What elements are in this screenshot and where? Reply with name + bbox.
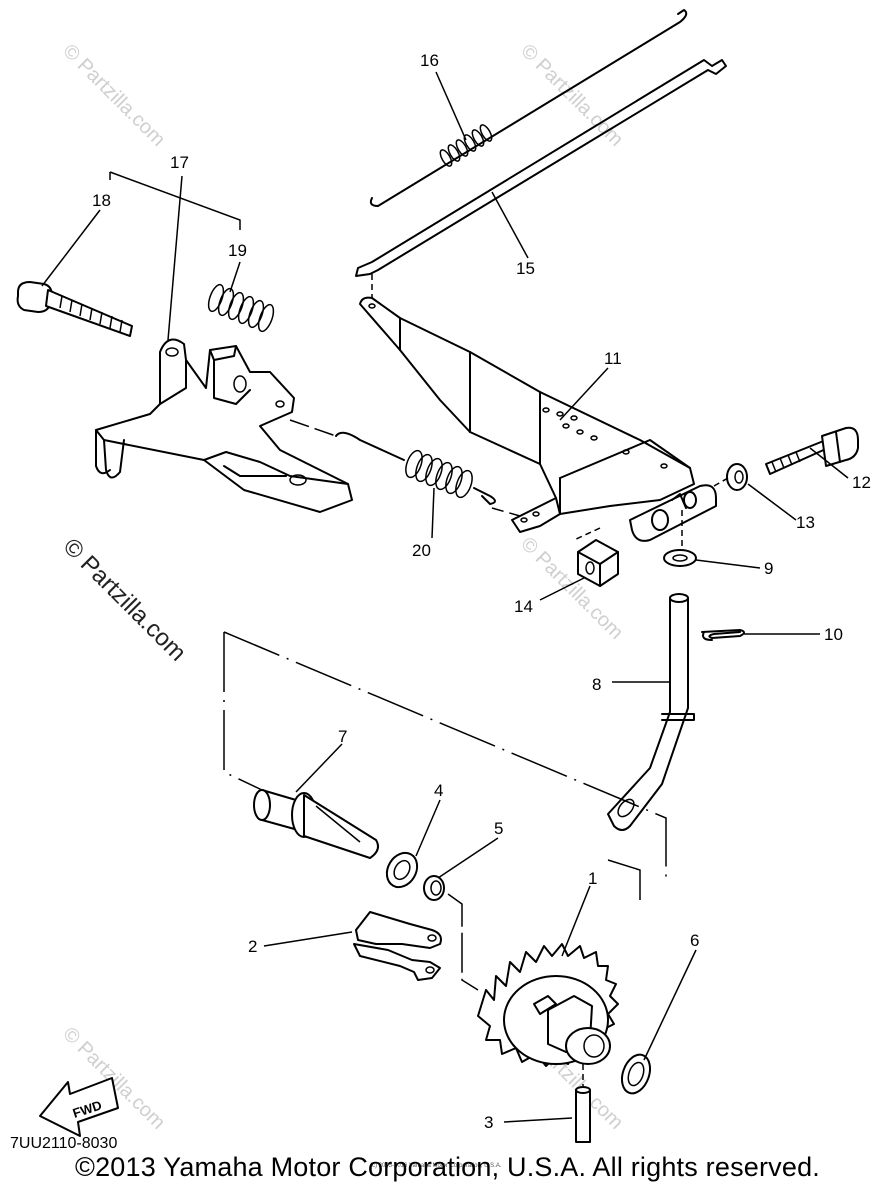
part-20-spring: [335, 431, 496, 505]
callout-8: 8: [592, 675, 601, 694]
watermark-main: © Partzilla.com: [58, 533, 191, 666]
callout-3: 3: [484, 1113, 493, 1132]
callout-18: 18: [92, 191, 111, 210]
callout-6: 6: [690, 931, 699, 950]
part-2-weights: [353, 911, 442, 981]
part-3-pin: [575, 1086, 591, 1143]
diagram-code: 7UU2110-8030: [10, 1135, 117, 1152]
copyright-text: ©2013 Yamaha Motor Corporation, U.S.A. A…: [74, 1152, 821, 1182]
part-4-washer: [385, 851, 419, 889]
callout-10: 10: [824, 625, 843, 644]
callout-16: 16: [420, 51, 439, 70]
callout-14: 14: [514, 597, 533, 616]
watermark-faint: © Partzilla.com: [516, 40, 627, 151]
callout-9: 9: [764, 559, 773, 578]
part-8-governor-shaft: [607, 593, 695, 831]
part-17-bracket: [95, 338, 353, 513]
leader-lines: [41, 71, 849, 1123]
part-1-gear: [477, 943, 619, 1067]
part-10-clip: [701, 629, 745, 641]
part-6-washer: [620, 1053, 652, 1095]
part-16-rod-spring: [369, 9, 688, 207]
part-18-bolt: [16, 281, 133, 337]
callout-20: 20: [412, 541, 431, 560]
callout-11: 11: [604, 349, 622, 368]
callout-15: 15: [516, 259, 535, 278]
callout-19: 19: [228, 241, 247, 260]
small-copyright: (c) 2005-2016 Yamaha Motor Corporation, …: [370, 1163, 502, 1169]
part-15-throttle-rod: [355, 59, 727, 277]
assembly-lines: [109, 171, 729, 1086]
callout-1: 1: [588, 869, 597, 888]
callout-17: 17: [170, 153, 189, 172]
fwd-arrow-icon: FWD: [39, 1077, 119, 1137]
watermark-faint: © Partzilla.com: [58, 40, 169, 151]
callout-4: 4: [434, 781, 443, 800]
part-11-governor-lever: [359, 296, 717, 542]
part-19-spring: [207, 283, 275, 333]
callout-12: 12: [852, 473, 871, 492]
part-12-bolt: [765, 426, 859, 475]
callout-13: 13: [796, 513, 815, 532]
callout-2: 2: [248, 937, 257, 956]
callout-7: 7: [338, 727, 347, 746]
callout-5: 5: [494, 819, 503, 838]
callout-labels: 16 17 18 19 15 11 12 13 20 9 14 10 8 7 4…: [92, 51, 871, 1132]
part-9-washer: [663, 549, 697, 567]
part-7-shaft: [253, 789, 379, 859]
part-13-washer: [726, 463, 748, 491]
part-14-nut: [577, 539, 619, 587]
